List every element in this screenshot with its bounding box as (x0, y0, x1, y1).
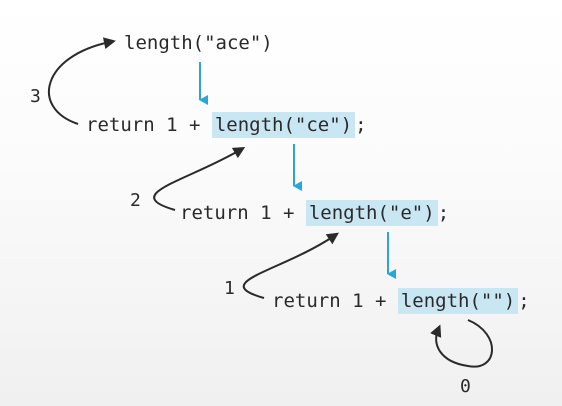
return-value-2: 2 (130, 190, 141, 211)
base-case-value: 0 (460, 376, 471, 397)
step-3-line: return 1 + length(""); (272, 288, 530, 314)
step-2-prefix: return 1 + (180, 202, 306, 224)
return-value-3: 3 (30, 86, 41, 107)
step-3-suffix: ; (518, 290, 530, 312)
step-2-call: length("e") (305, 200, 438, 226)
top-call: length("ace") (124, 32, 273, 54)
step-1-prefix: return 1 + (86, 114, 212, 136)
step-3-call: length("") (397, 288, 519, 314)
step-2-suffix: ; (437, 202, 450, 224)
base-case-arrow (430, 319, 493, 368)
step-1-call: length("ce") (211, 112, 356, 138)
return-value-1: 1 (224, 278, 235, 299)
step-1-suffix: ; (355, 114, 367, 136)
step-1-line: return 1 + length("ce"); (86, 112, 367, 138)
return-arrow-2 (153, 146, 246, 211)
step-3-prefix: return 1 + (272, 290, 398, 312)
return-arrow-3 (48, 37, 116, 125)
return-arrow-1 (242, 232, 339, 299)
step-2-line: return 1 + length("e"); (180, 200, 449, 226)
